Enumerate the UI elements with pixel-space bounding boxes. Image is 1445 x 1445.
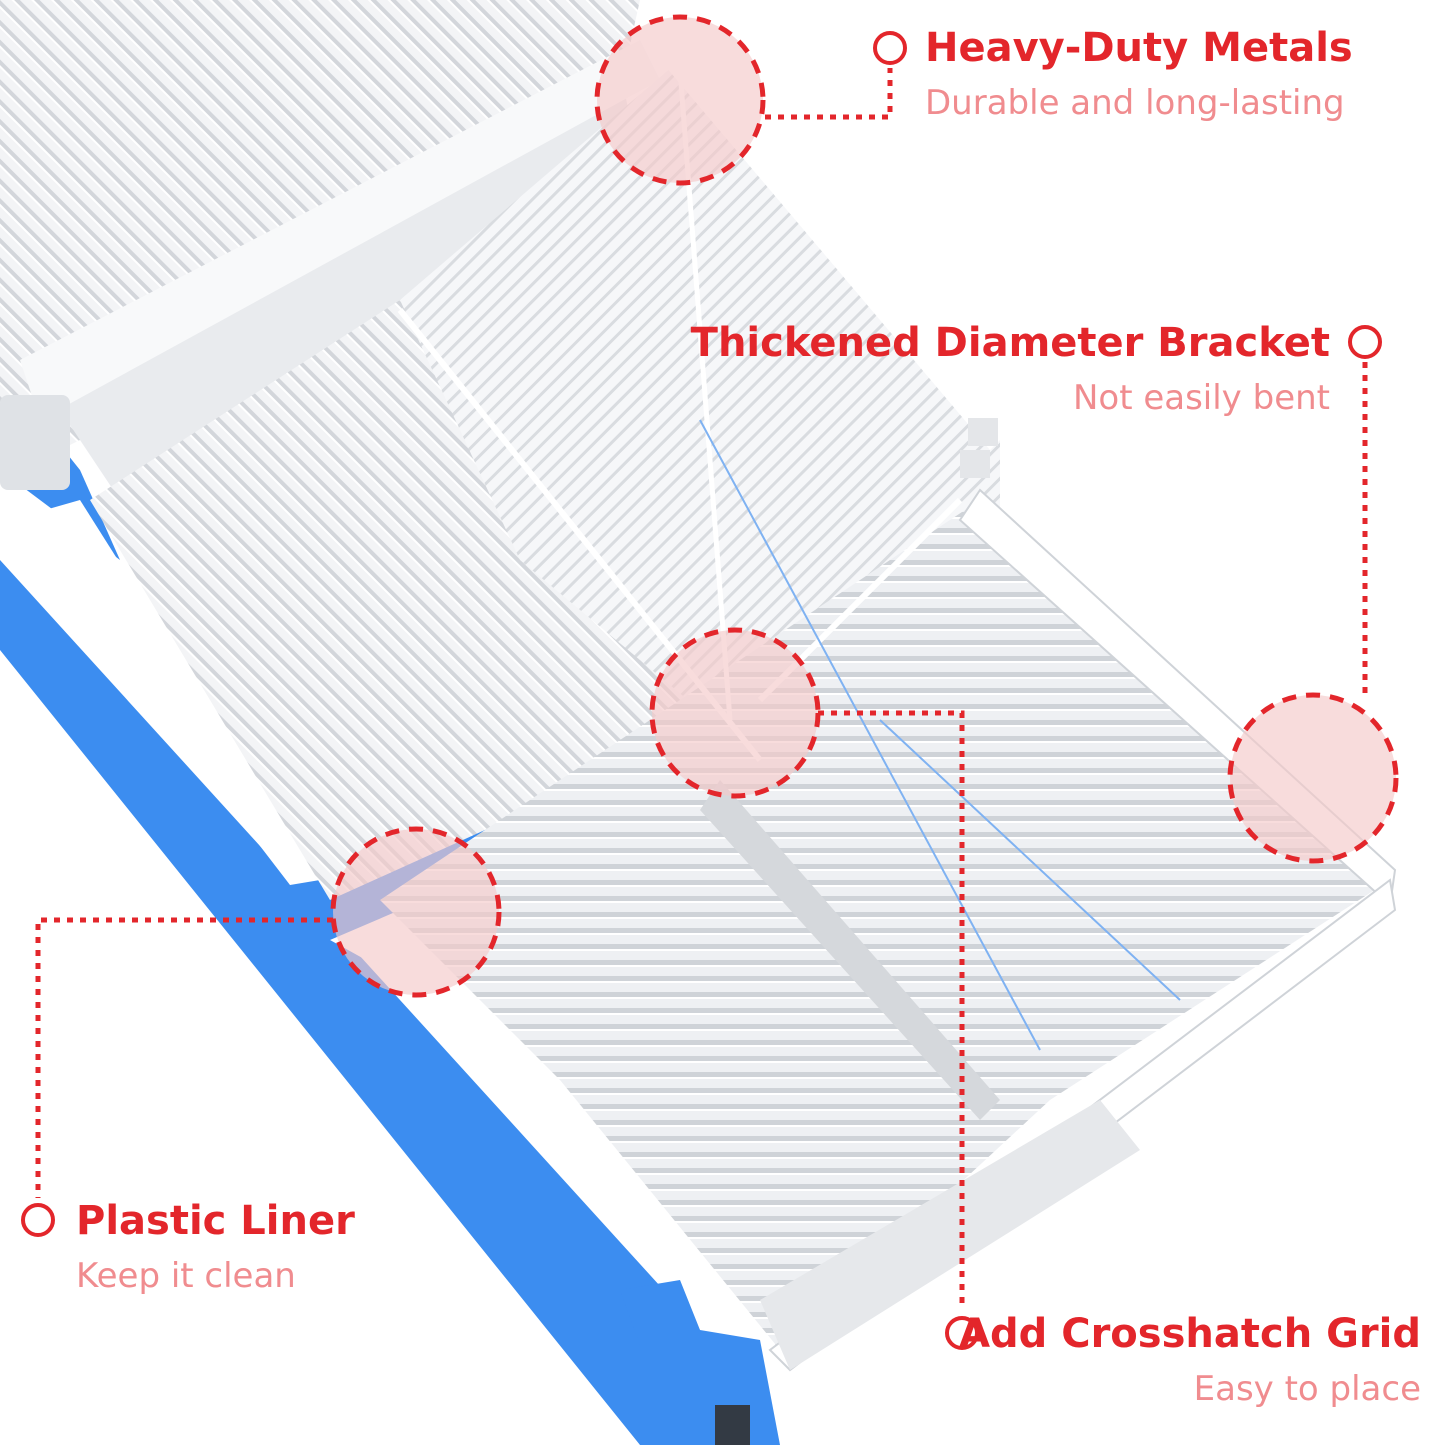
highlight-bracket [1227,692,1399,864]
callout-grid: Add Crosshatch Grid Easy to place [959,1311,1421,1409]
callout-heavy-duty-subtitle: Durable and long-lasting [925,83,1345,123]
callout-markers [21,31,1382,1350]
leader-grid [818,710,965,1310]
callout-bracket-title: Thickened Diameter Bracket [690,320,1330,366]
leader-lines [35,68,1368,1310]
callout-heavy-duty: Heavy-Duty Metals Durable and long-lasti… [925,25,1353,123]
marker-heavy-duty-icon [873,31,907,65]
callout-liner: Plastic Liner Keep it clean [76,1198,355,1296]
callout-liner-title: Plastic Liner [76,1198,355,1244]
marker-liner-icon [21,1203,55,1237]
callout-bracket: Thickened Diameter Bracket Not easily be… [691,320,1330,418]
callout-heavy-duty-title: Heavy-Duty Metals [925,25,1353,71]
highlight-circles [330,14,1399,998]
callout-bracket-subtitle: Not easily bent [1072,378,1330,418]
callout-liner-subtitle: Keep it clean [76,1256,296,1296]
marker-grid-icon [945,1316,979,1350]
callout-grid-subtitle: Easy to place [1193,1369,1421,1409]
marker-bracket-icon [1348,325,1382,359]
highlight-liner [330,826,502,998]
upper-basket [0,0,660,500]
highlight-heavy-duty [594,14,766,186]
leader-heavy-duty [765,68,893,120]
callout-grid-title: Add Crosshatch Grid [959,1311,1421,1357]
highlight-grid [649,627,821,799]
